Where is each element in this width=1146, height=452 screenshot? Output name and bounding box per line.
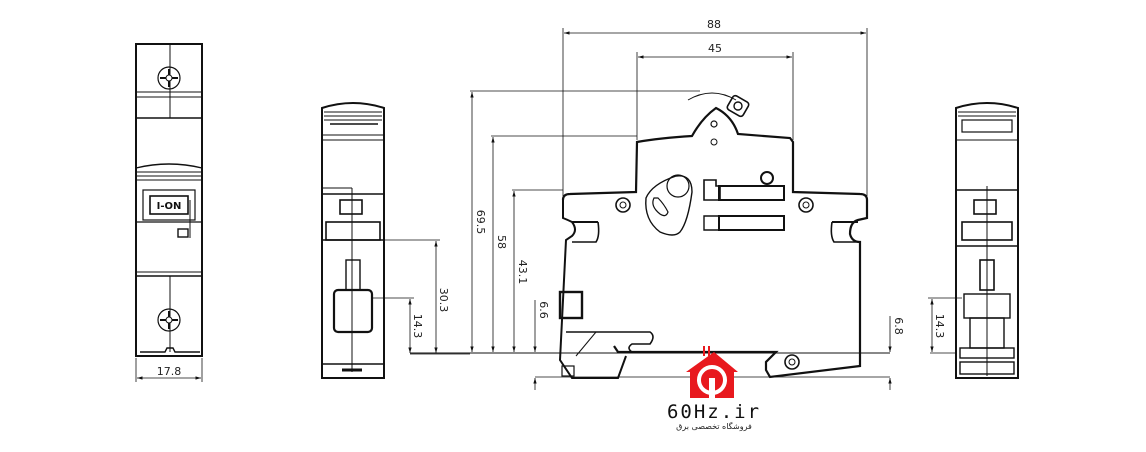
rivet-icon: [615, 197, 631, 213]
dim-height-69-5: 69.5: [474, 210, 487, 235]
watermark-tagline: فروشگاه تخصصی برق: [676, 422, 752, 431]
left-side-view: [321, 102, 470, 379]
60hz-logo-icon: [686, 346, 738, 398]
rivet-icon: [798, 197, 814, 213]
dim-width-88: 88: [707, 18, 721, 31]
main-side-view: [410, 28, 892, 390]
device-brand-label: I-ON: [157, 201, 182, 212]
dim-left-30-3: 30.3: [437, 288, 450, 313]
watermark-site-name: 60Hz.ir: [666, 401, 762, 423]
terminal-screw-icon: [157, 66, 181, 90]
dim-width-45: 45: [708, 42, 722, 55]
watermark: 60Hz.ir فروشگاه تخصصی برق: [662, 402, 766, 432]
dim-height-58: 58: [495, 235, 508, 249]
dim-width-front: 17.8: [157, 365, 182, 378]
rivet-icon: [784, 354, 800, 370]
dim-height-6-6: 6.6: [537, 301, 550, 319]
dim-right-14-3: 14.3: [933, 314, 946, 339]
right-side-view: [928, 102, 1019, 379]
dim-height-6-8: 6.8: [892, 317, 905, 335]
terminal-screw-icon: [157, 308, 181, 332]
dim-left-14-3: 14.3: [411, 314, 424, 339]
front-view: [135, 43, 203, 382]
dim-height-43-1: 43.1: [516, 260, 529, 285]
